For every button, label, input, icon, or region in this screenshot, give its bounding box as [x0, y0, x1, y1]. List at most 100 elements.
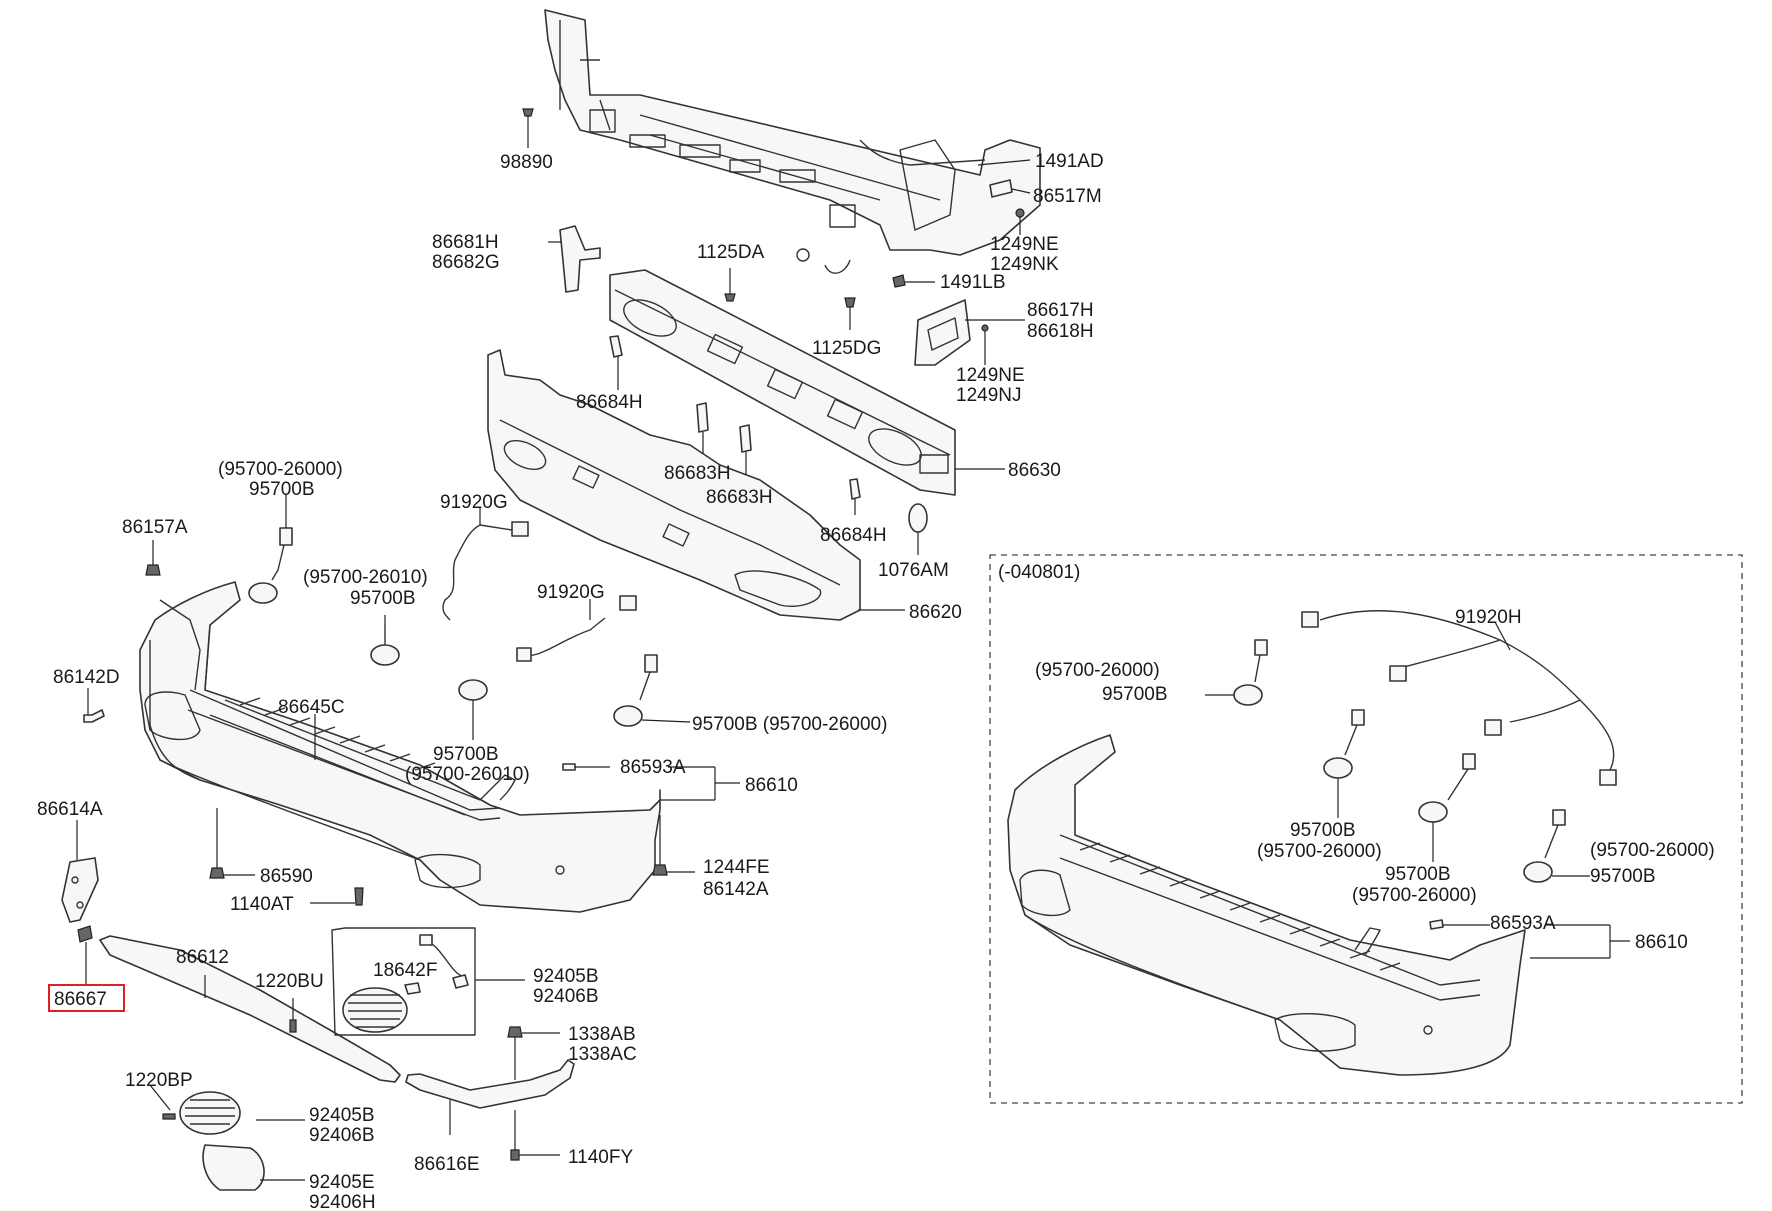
- label-95700B-e: 95700B: [1102, 684, 1168, 705]
- label-1249NK: 1249NK: [990, 254, 1059, 275]
- label-92405B-a: 92405B: [533, 966, 599, 987]
- nut-86157A: [145, 540, 161, 576]
- bolt-1125DA: [724, 268, 736, 302]
- clip-86593A-a: [562, 763, 740, 801]
- sensor-95700B-d: [613, 654, 691, 727]
- inset-sensor-c: [1418, 753, 1476, 862]
- label-95700-26000-a: (95700-26000): [218, 459, 343, 480]
- screw-1140FY: [510, 1110, 560, 1161]
- screw-1249NE-top: [1015, 208, 1025, 235]
- highlight-box-86667: [48, 984, 125, 1012]
- label-1125DG: 1125DG: [812, 338, 881, 359]
- label-86645C: 86645C: [278, 697, 345, 718]
- label-86610-a: 86610: [745, 775, 798, 796]
- label-86590: 86590: [260, 866, 313, 887]
- label-95700B-a: 95700B: [249, 479, 315, 500]
- label-86617H: 86617H: [1027, 300, 1094, 321]
- cap-1076AM: [908, 503, 928, 555]
- label-inset-code: (-040801): [998, 562, 1080, 583]
- label-1220BP: 1220BP: [125, 1070, 193, 1091]
- inset-sensor-b: [1323, 709, 1365, 818]
- label-1125DA: 1125DA: [697, 242, 765, 263]
- label-86684H-a: 86684H: [576, 392, 643, 413]
- sensor-95700B-a: [248, 495, 293, 604]
- label-86593A-a: 86593A: [620, 757, 686, 778]
- label-95700B-g: 95700B: [1385, 864, 1451, 885]
- label-1249NE-a: 1249NE: [990, 234, 1059, 255]
- fog-lamp-box-92405B: [331, 927, 525, 1036]
- fog-lamp-92405B-b: [149, 1084, 305, 1135]
- energy-absorber-86620: [487, 349, 905, 621]
- label-91920G-b: 91920G: [537, 582, 605, 603]
- inset-sensor-a: [1205, 639, 1268, 706]
- inset-clip-86593A: [1429, 919, 1630, 959]
- bracket-86681H: [548, 225, 601, 293]
- screw-86142D: [83, 688, 105, 723]
- label-92405B-b: 92405B: [309, 1105, 375, 1126]
- bumper-beam-86630: [609, 269, 1005, 496]
- label-1338AC: 1338AC: [568, 1044, 637, 1065]
- harness-91920G-a: [442, 508, 529, 621]
- bracket-86683H-a: [696, 402, 709, 455]
- label-95700B-c: 95700B (95700-26000): [692, 714, 887, 735]
- label-86612: 86612: [176, 947, 229, 968]
- label-95700-26000-b: (95700-26000): [1035, 660, 1160, 681]
- label-18642F: 18642F: [373, 960, 437, 981]
- clip-1491LB: [892, 274, 935, 288]
- label-86667: 86667: [54, 989, 107, 1010]
- skid-plate-86612: [99, 935, 401, 1083]
- bolt-98890: [522, 108, 534, 148]
- label-86682G: 86682G: [432, 252, 500, 273]
- fog-cover-92405E: [202, 1144, 305, 1191]
- label-95700-26010-a: (95700-26010): [303, 567, 428, 588]
- label-1140AT: 1140AT: [230, 894, 294, 915]
- label-1244FE: 1244FE: [703, 857, 770, 878]
- label-86630: 86630: [1008, 460, 1061, 481]
- sensor-95700B-b: [370, 615, 400, 666]
- sensor-95700B-c: [458, 679, 488, 740]
- label-86620: 86620: [909, 602, 962, 623]
- label-1220BU: 1220BU: [255, 971, 324, 992]
- label-1076AM: 1076AM: [878, 560, 949, 581]
- bracket-86684H-b: [849, 478, 861, 515]
- label-86683H-a: 86683H: [664, 463, 731, 484]
- label-92406B-b: 92406B: [309, 1125, 375, 1146]
- label-86614A: 86614A: [37, 799, 103, 820]
- bracket-86683H-b: [739, 424, 752, 480]
- inset-frame: [989, 554, 1743, 1104]
- nut-1338AB: [507, 1026, 560, 1080]
- label-91920H: 91920H: [1455, 607, 1522, 628]
- label-95700-26000-e: (95700-26000): [1590, 840, 1715, 861]
- molding-86616E: [405, 1059, 575, 1135]
- label-86610-b: 86610: [1635, 932, 1688, 953]
- label-95700-26000-d: (95700-26000): [1352, 885, 1477, 906]
- label-1249NJ: 1249NJ: [956, 385, 1022, 406]
- label-86618H: 86618H: [1027, 321, 1094, 342]
- screw-1140AT: [310, 887, 364, 906]
- label-1338AB: 1338AB: [568, 1024, 636, 1045]
- label-92406B-a: 92406B: [533, 986, 599, 1007]
- label-1491LB: 1491LB: [940, 272, 1006, 293]
- label-95700B-b: 95700B: [350, 588, 416, 609]
- nut-86590: [209, 808, 255, 879]
- label-95700-26010-b: (95700-26010): [405, 764, 530, 785]
- harness-91920G-b: [516, 595, 637, 662]
- inset-sensor-d: [1523, 809, 1590, 883]
- bumper-cover-86645C: [139, 581, 661, 913]
- label-98890: 98890: [500, 152, 553, 173]
- screw-1244FE: [652, 815, 695, 876]
- label-1491AD: 1491AD: [1035, 151, 1104, 172]
- label-95700B-d: 95700B: [433, 744, 499, 765]
- front-frame-crossmember: [544, 9, 1041, 274]
- label-86684H-b: 86684H: [820, 525, 887, 546]
- bracket-86684H-a: [609, 335, 623, 390]
- label-86593A-b: 86593A: [1490, 913, 1556, 934]
- label-1249NE-b: 1249NE: [956, 365, 1025, 386]
- label-86683H-b: 86683H: [706, 487, 773, 508]
- label-86142A: 86142A: [703, 879, 769, 900]
- part-labels: 98890 1491AD 86517M 1249NE 1249NK 86681H…: [37, 151, 1715, 1211]
- inset-bumper-86610: [1007, 734, 1526, 1076]
- label-86517M: 86517M: [1033, 186, 1102, 207]
- label-95700B-f: 95700B: [1290, 820, 1356, 841]
